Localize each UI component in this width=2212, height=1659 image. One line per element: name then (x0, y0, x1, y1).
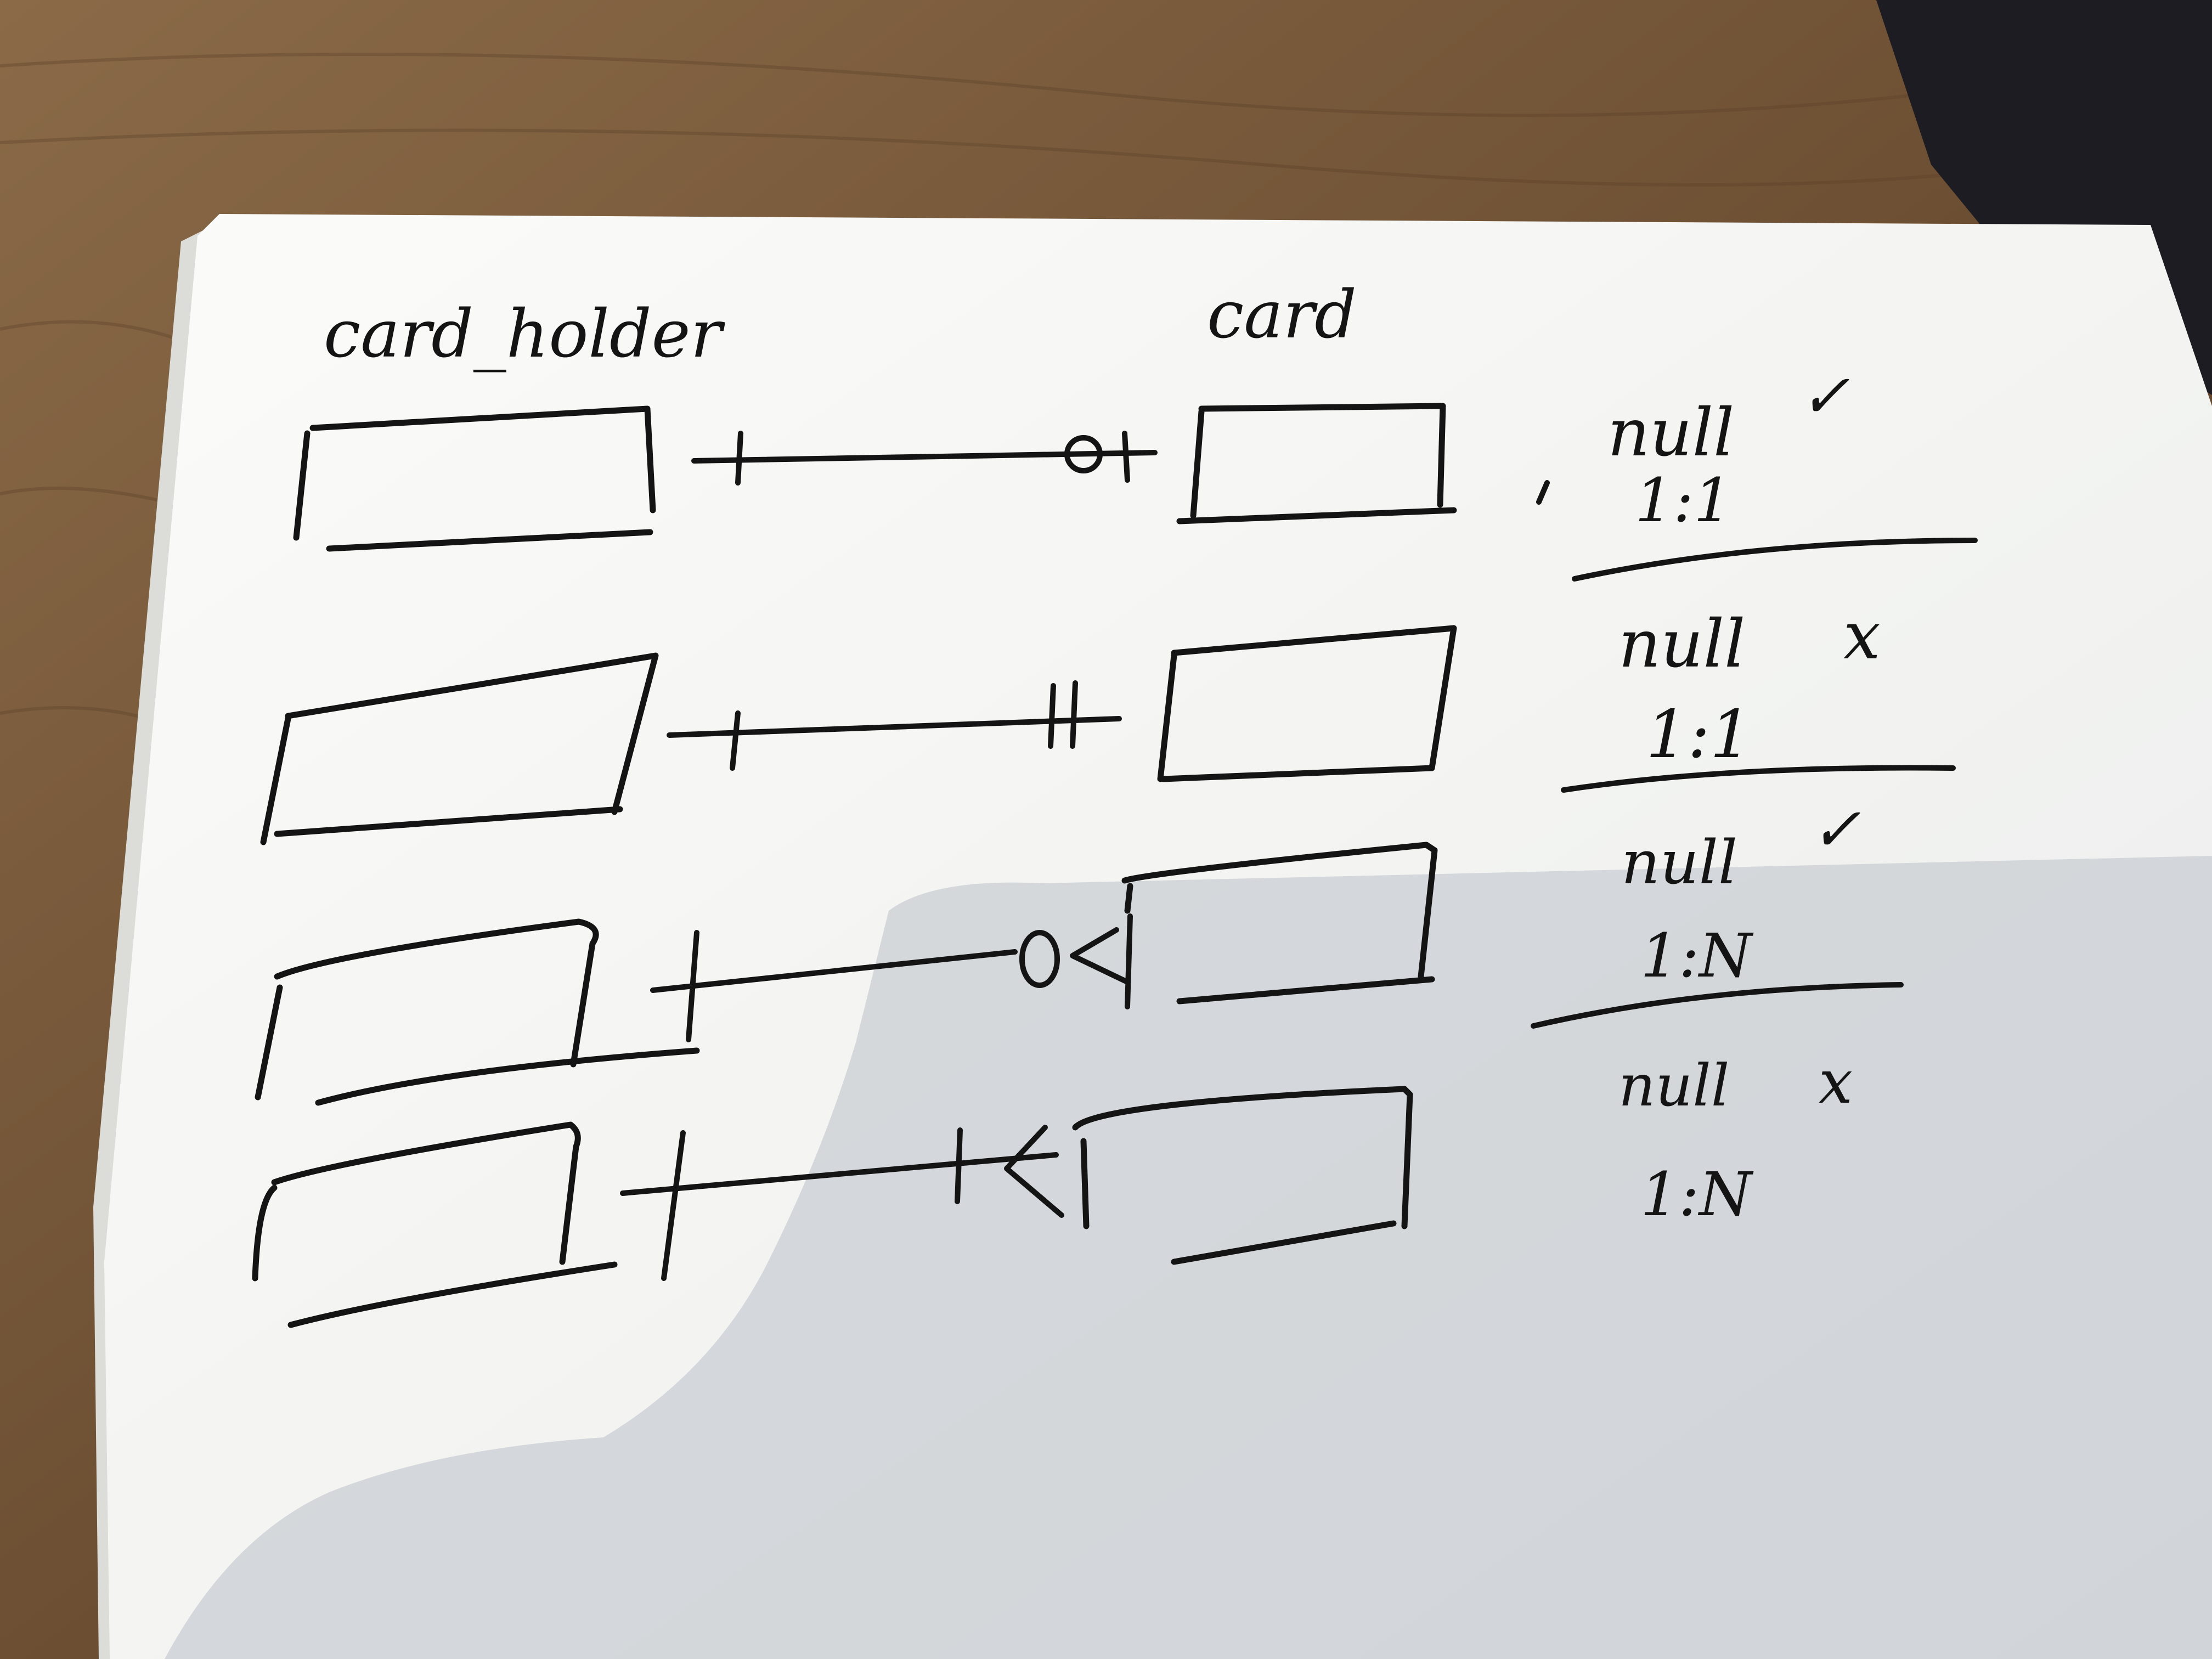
null-mark-3: ✓ (1810, 794, 1861, 865)
null-mark-1: ✓ (1799, 361, 1850, 431)
card-box-2 (1157, 625, 1457, 782)
card-holder-box-2 (260, 652, 659, 845)
null-text-3: null (1621, 827, 1737, 898)
right-end-one-bar-4 (955, 1127, 963, 1204)
stray-comma (1536, 480, 1550, 505)
right-end-crowfoot-4 (1004, 1125, 1064, 1218)
divider-2 (1561, 765, 1956, 793)
card-box-4 (1072, 1086, 1413, 1265)
card-box-3 (1121, 842, 1438, 1005)
card-holder-box-4 (252, 1121, 618, 1328)
relationship-row-1: null ✓ 1:1 (293, 361, 1978, 582)
left-end-one-1 (735, 431, 743, 486)
relationship-line-1 (691, 450, 1158, 464)
ratio-text-2: 1:1 (1646, 697, 1752, 773)
divider-3 (1531, 982, 1904, 1029)
card-holder-label: card_holder (324, 296, 726, 373)
card-label: card (1207, 277, 1357, 353)
divider-1 (1572, 538, 1978, 582)
right-end-zero-circle-3 (1019, 930, 1060, 988)
card-holder-box-1 (293, 405, 656, 552)
right-end-zero-circle-1 (1064, 435, 1103, 473)
relationship-line-3 (650, 949, 1018, 993)
relationship-row-4: null x 1:N (252, 1047, 1853, 1328)
right-end-crowfoot-3 (1070, 927, 1130, 985)
ratio-text-3: 1:N (1640, 921, 1754, 991)
right-end-one-bar-1 (1122, 431, 1130, 483)
right-end-one-bar-2a (1048, 683, 1056, 749)
null-text-2: null (1618, 606, 1745, 682)
right-end-bar-3 (1125, 913, 1133, 1009)
null-mark-4: x (1819, 1047, 1853, 1117)
null-text-1: null (1607, 395, 1734, 471)
ratio-text-1: 1:1 (1635, 465, 1732, 535)
card-box-1 (1176, 403, 1457, 524)
ratio-text-4: 1:N (1640, 1159, 1754, 1229)
relationship-row-2: null x 1:1 (260, 598, 1956, 845)
null-text-4: null (1618, 1052, 1729, 1119)
relationship-line-4 (620, 1152, 1059, 1196)
card-holder-box-3 (255, 918, 700, 1106)
left-end-one-2 (730, 710, 741, 771)
left-end-one-3 (686, 930, 699, 1042)
right-end-one-bar-2b (1070, 680, 1078, 749)
relationship-line-2 (667, 716, 1122, 738)
null-mark-2: x (1843, 598, 1881, 674)
relationship-row-3: null ✓ 1:N (255, 794, 1904, 1106)
left-end-one-4 (661, 1130, 686, 1281)
